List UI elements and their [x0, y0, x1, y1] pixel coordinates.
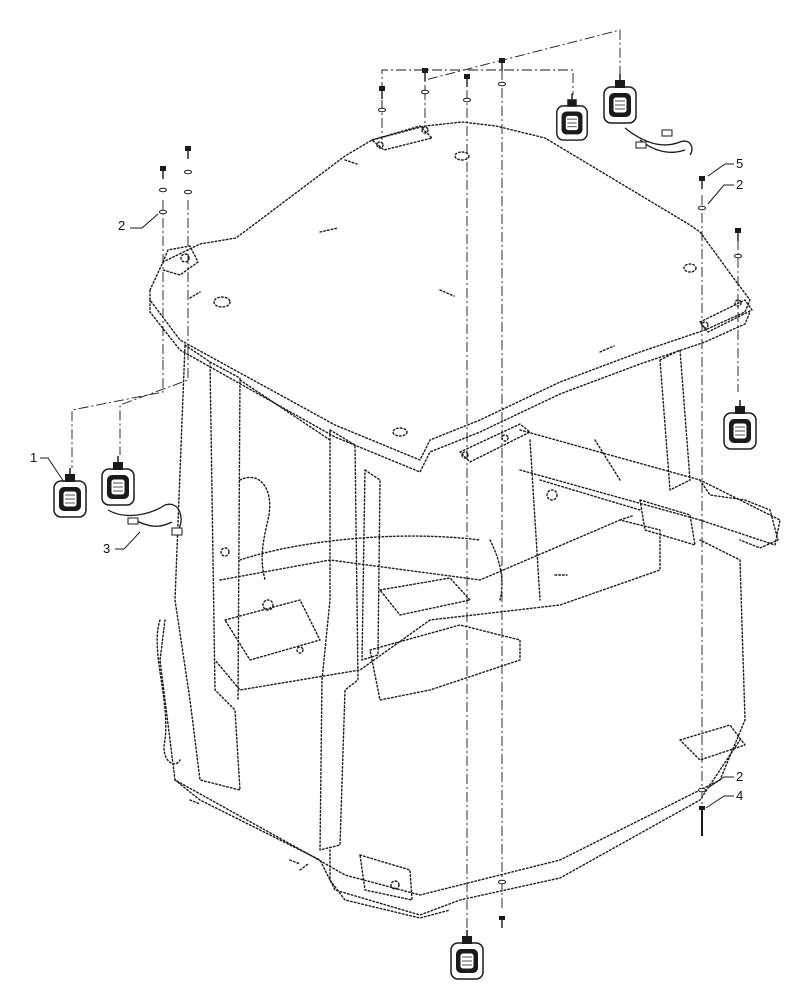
callout-2-right-bottom: 2	[707, 769, 743, 789]
callout-label: 2	[736, 177, 743, 192]
callout-label: 2	[736, 769, 743, 784]
assembly-lines	[71, 29, 739, 930]
callout-label: 4	[736, 788, 743, 803]
cab-roof	[149, 121, 753, 473]
callout-label: 1	[30, 450, 37, 465]
callout-4: 4	[705, 788, 743, 809]
callout-label: 5	[736, 156, 743, 171]
callout-label: 2	[118, 218, 125, 233]
hardware-bolts-washers	[159, 57, 742, 928]
cab-frame	[156, 344, 781, 919]
callout-3: 3	[103, 531, 141, 556]
wiring-harnesses	[107, 127, 693, 536]
callout-5: 5	[707, 156, 743, 177]
lamp-side-right	[723, 399, 757, 450]
callout-1: 1	[30, 450, 65, 483]
callout-label: 3	[103, 541, 110, 556]
lamp-front-left-b	[101, 455, 135, 506]
callout-2-right-top: 2	[707, 177, 743, 205]
lamp-bottom	[450, 929, 484, 980]
lamp-front-left	[53, 467, 87, 518]
lamp-rear-left	[556, 92, 588, 141]
callout-2-left: 2	[118, 213, 159, 233]
lamp-rear-right	[603, 73, 637, 124]
